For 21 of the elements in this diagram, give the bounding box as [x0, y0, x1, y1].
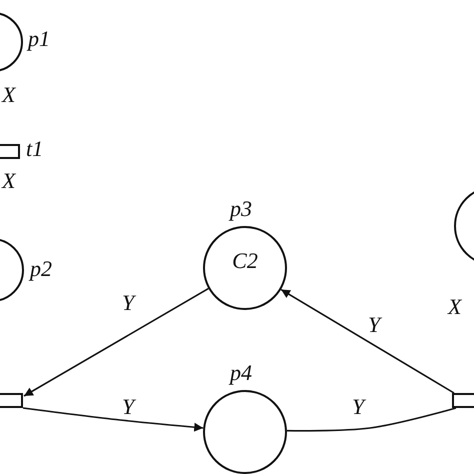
arc-label: X [448, 296, 462, 318]
arc-label: Y [122, 292, 134, 314]
place-circle [203, 390, 287, 474]
place-circle [203, 226, 287, 310]
arc-label: Y [352, 396, 364, 418]
place-name: p2 [30, 258, 52, 280]
arc-arrow [22, 407, 204, 432]
place-name: t1 [26, 138, 44, 160]
place-name: p3 [230, 198, 252, 220]
transition-bar [0, 144, 20, 159]
arc-arrow [280, 288, 454, 394]
arc-label: Y [122, 396, 134, 418]
arc-label: Y [368, 314, 380, 336]
token-label: C2 [232, 248, 258, 274]
arc-label: X [2, 170, 16, 192]
place-name: p1 [28, 28, 50, 50]
arc-label: X [2, 84, 16, 106]
transition-bar [452, 393, 474, 408]
place-name: p4 [230, 362, 252, 384]
transition-bar [0, 393, 23, 408]
arc-arrow [24, 288, 209, 397]
